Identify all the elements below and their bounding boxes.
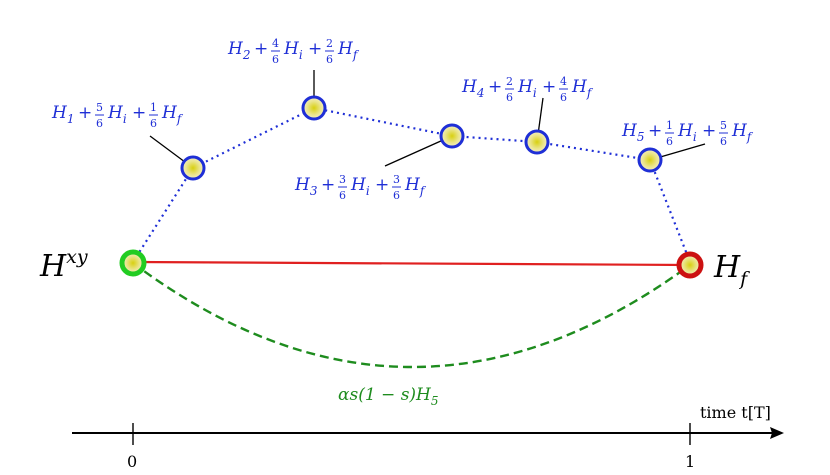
svg-text:Hi: Hi	[283, 39, 303, 62]
svg-text:H4: H4	[461, 77, 484, 100]
svg-text:+: +	[488, 77, 502, 97]
svg-text:+: +	[308, 39, 322, 59]
svg-text:Hf: Hf	[404, 175, 427, 198]
svg-text:6: 6	[720, 135, 727, 148]
svg-text:4: 4	[272, 37, 279, 50]
svg-text:+: +	[132, 103, 146, 123]
svg-text:Hf: Hf	[337, 39, 360, 62]
svg-text:6: 6	[506, 91, 513, 104]
label-end: Hf	[713, 250, 750, 290]
label-h1: H1 + 5 6 Hi + 1 6 Hf	[51, 101, 184, 130]
node-h4	[524, 129, 550, 155]
svg-text:Hi: Hi	[107, 103, 127, 126]
svg-text:6: 6	[96, 117, 103, 130]
label-h2: H2 + 4 6 Hi + 2 6 Hf	[227, 37, 360, 66]
svg-text:H5: H5	[621, 121, 644, 144]
label-dashed-curve: αs(1 − s)H5	[338, 385, 439, 408]
svg-text:+: +	[542, 77, 556, 97]
svg-text:+: +	[648, 121, 662, 141]
node-h2	[301, 95, 327, 121]
time-axis-arrowhead	[770, 427, 784, 439]
dashed-annealing-curve	[132, 262, 691, 369]
svg-text:Hf: Hf	[571, 77, 594, 100]
svg-text:6: 6	[326, 53, 333, 66]
svg-text:H2: H2	[227, 39, 250, 62]
svg-text:5: 5	[96, 101, 103, 114]
svg-text:6: 6	[666, 135, 673, 148]
svg-text:6: 6	[150, 117, 157, 130]
svg-text:H1: H1	[51, 103, 74, 126]
svg-text:Hi: Hi	[517, 77, 537, 100]
svg-text:1: 1	[666, 119, 673, 132]
node-h1	[180, 155, 206, 181]
svg-text:2: 2	[326, 37, 333, 50]
svg-text:Hi: Hi	[677, 121, 697, 144]
label-h5: H5 + 1 6 Hi + 5 6 Hf	[621, 119, 754, 148]
svg-text:Hf: Hf	[731, 121, 754, 144]
node-end	[676, 251, 704, 279]
svg-text:6: 6	[560, 91, 567, 104]
svg-text:4: 4	[560, 75, 567, 88]
node-h5	[637, 147, 663, 173]
svg-text:6: 6	[272, 53, 279, 66]
svg-text:Hi: Hi	[350, 175, 370, 198]
label-h4: H4 + 2 6 Hi + 4 6 Hf	[461, 75, 594, 104]
svg-text:H3: H3	[294, 175, 318, 198]
svg-text:+: +	[254, 39, 268, 59]
svg-text:6: 6	[393, 189, 400, 202]
node-h3	[439, 123, 465, 149]
svg-text:3: 3	[339, 173, 346, 186]
axis-label: time t[T]	[700, 403, 771, 422]
tick-label-end: 1	[685, 452, 695, 471]
svg-text:5: 5	[720, 119, 727, 132]
node-start	[119, 249, 147, 277]
svg-text:3: 3	[393, 173, 400, 186]
svg-text:6: 6	[339, 189, 346, 202]
svg-text:+: +	[321, 175, 335, 195]
svg-text:+: +	[375, 175, 389, 195]
label-h3: H3 + 3 6 Hi + 3 6 Hf	[294, 173, 427, 202]
svg-text:Hf: Hf	[161, 103, 184, 126]
svg-text:2: 2	[506, 75, 513, 88]
svg-text:1: 1	[150, 101, 157, 114]
tick-label-start: 0	[127, 452, 137, 471]
svg-text:+: +	[78, 103, 92, 123]
direct-path-line	[132, 260, 691, 267]
svg-text:+: +	[702, 121, 716, 141]
label-start: Hxy	[39, 246, 88, 284]
